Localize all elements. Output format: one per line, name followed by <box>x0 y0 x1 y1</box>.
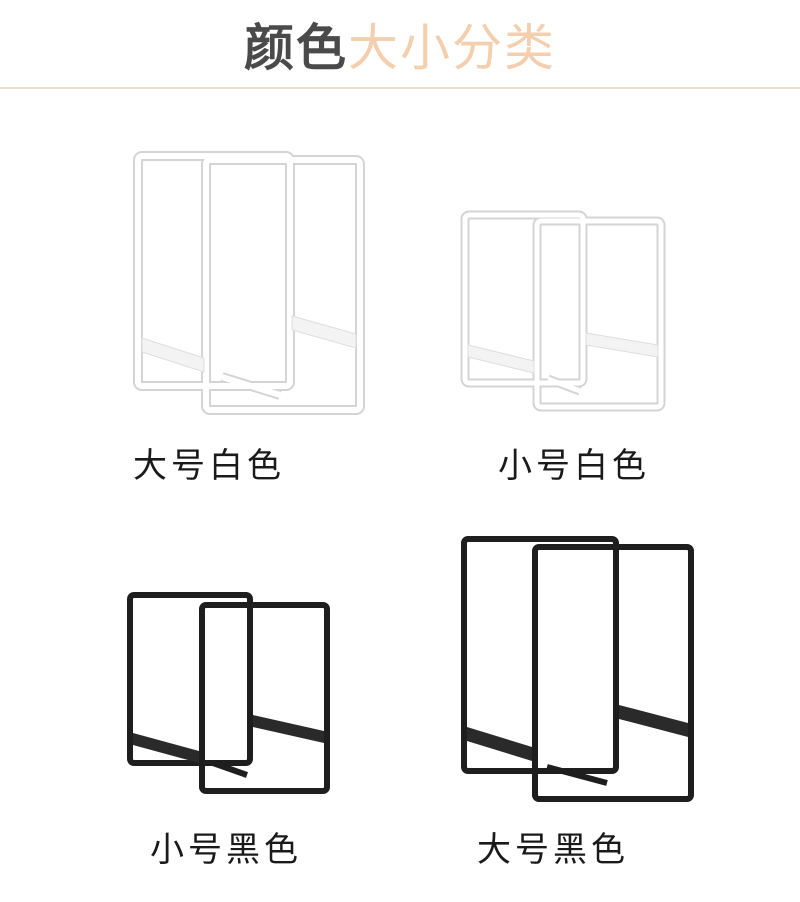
product-label-small-white: 小号白色 <box>498 446 650 486</box>
product-large-black <box>457 527 702 807</box>
product-label-large-white: 大号白色 <box>133 446 285 486</box>
title-main: 颜色 <box>244 19 348 77</box>
product-small-black <box>123 585 338 800</box>
product-small-white <box>458 205 673 415</box>
product-label-small-black: 小号黑色 <box>150 830 302 870</box>
product-large-white <box>130 140 380 430</box>
page-title: 颜色大小分类 <box>0 18 800 78</box>
black-small-rack-icon <box>127 592 330 794</box>
product-label-large-black: 大号黑色 <box>477 830 629 870</box>
header: 颜色大小分类 <box>0 0 800 89</box>
black-large-rack-icon <box>461 536 694 802</box>
title-accent: 大小分类 <box>348 19 556 77</box>
white-large-rack-icon <box>133 151 365 415</box>
white-small-rack-icon <box>460 210 666 412</box>
header-divider <box>0 87 800 89</box>
